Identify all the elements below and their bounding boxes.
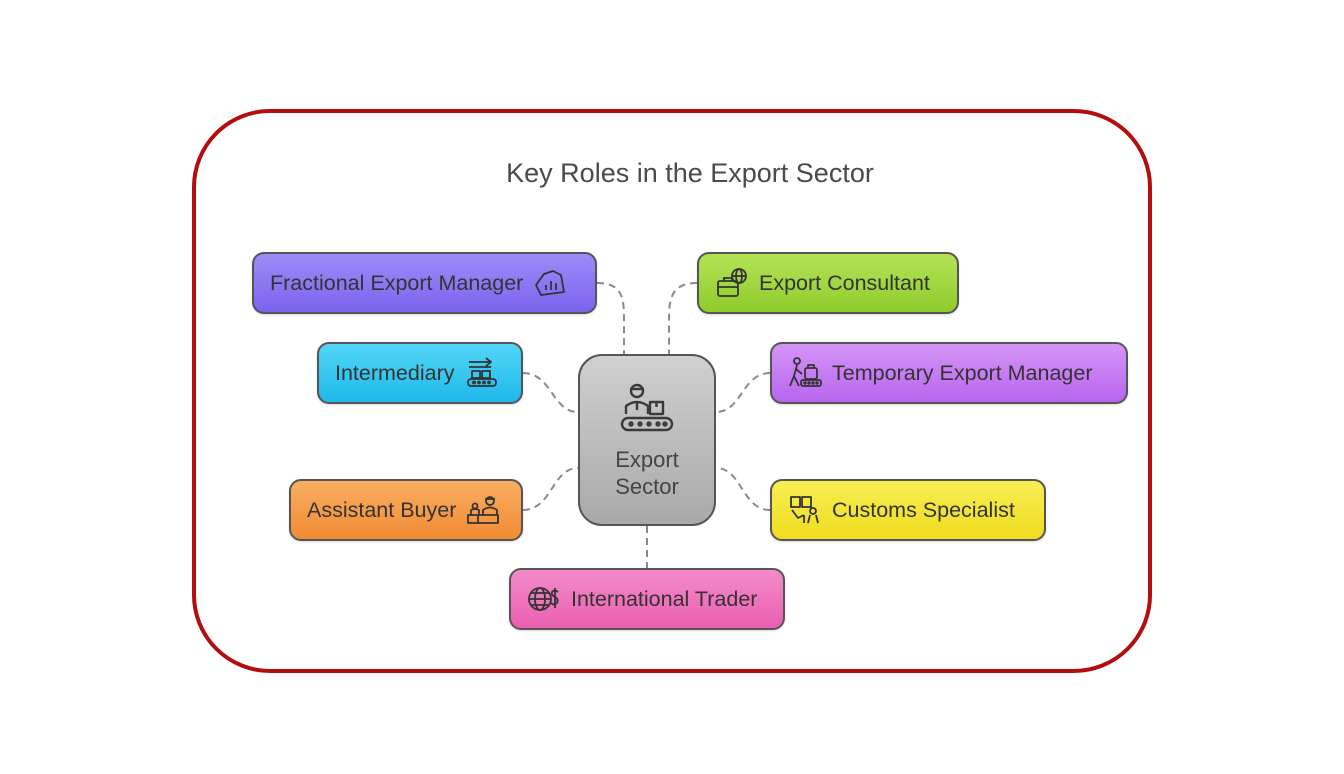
center-label-line2: Sector bbox=[615, 474, 679, 499]
center-label: Export Sector bbox=[615, 446, 679, 500]
counter-worker-icon bbox=[466, 493, 500, 527]
conveyor-arrow-icon bbox=[465, 356, 499, 390]
center-node-export-sector: Export Sector bbox=[578, 354, 716, 526]
connector-consultant bbox=[668, 282, 698, 354]
node-label: Fractional Export Manager bbox=[270, 270, 524, 295]
connector-assistant bbox=[522, 467, 579, 511]
node-label: Intermediary bbox=[335, 360, 455, 385]
boxes-hand-icon bbox=[788, 493, 822, 527]
node-export-consultant: Export Consultant bbox=[697, 252, 959, 314]
node-intermediary: Intermediary bbox=[317, 342, 523, 404]
chart-hand-icon bbox=[533, 266, 567, 300]
connector-temporary bbox=[715, 372, 771, 413]
node-label: Export Consultant bbox=[759, 270, 930, 295]
node-label: Customs Specialist bbox=[832, 497, 1015, 522]
briefcase-globe-icon bbox=[715, 266, 749, 300]
node-temporary-export-manager: Temporary Export Manager bbox=[770, 342, 1128, 404]
node-international-trader: International Trader bbox=[509, 568, 785, 630]
node-label: International Trader bbox=[571, 586, 758, 611]
diagram-title: Key Roles in the Export Sector bbox=[506, 158, 874, 188]
node-label: Assistant Buyer bbox=[307, 497, 457, 522]
node-customs-specialist: Customs Specialist bbox=[770, 479, 1046, 541]
connector-customs bbox=[715, 467, 771, 511]
globe-dollar-icon bbox=[527, 582, 561, 616]
worker-luggage-icon bbox=[788, 356, 822, 390]
connector-intermediary bbox=[522, 372, 579, 413]
center-label-line1: Export bbox=[615, 447, 679, 472]
conveyor-worker-icon bbox=[617, 380, 677, 440]
node-fractional-export-manager: Fractional Export Manager bbox=[252, 252, 597, 314]
node-assistant-buyer: Assistant Buyer bbox=[289, 479, 523, 541]
connector-fractional bbox=[596, 282, 625, 354]
node-label: Temporary Export Manager bbox=[832, 360, 1093, 385]
